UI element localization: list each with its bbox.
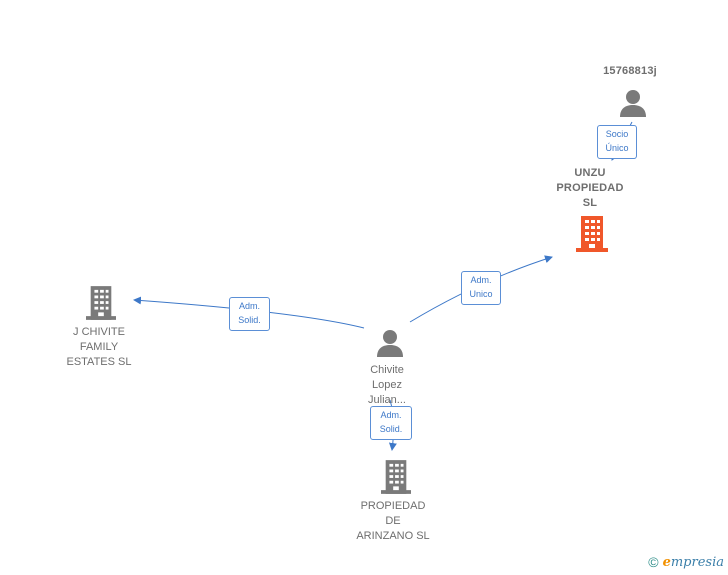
edge-badge-socio-unico[interactable]: Socio Único [597, 125, 637, 159]
edge-badge-adm-unico[interactable]: Adm. Unico [461, 271, 501, 305]
badge-line: Solid. [379, 424, 403, 434]
building-icon [381, 460, 411, 494]
node-label: PROPIEDAD DE ARINZANO SL [356, 500, 430, 542]
node-label: J CHIVITE FAMILY ESTATES SL [66, 326, 132, 368]
brand-logo-rest: mpresia [670, 554, 724, 570]
badge-line: Solid. [238, 315, 261, 325]
badge-line: Adm. [238, 301, 260, 311]
person-icon [377, 330, 403, 357]
brand-watermark[interactable]: © empresia [648, 554, 724, 570]
badge-line: Adm. [380, 410, 402, 420]
node-label: Chivite Lopez Julian... [368, 364, 406, 406]
badge-line: Adm. [470, 275, 492, 285]
copyright-icon: © [648, 554, 659, 570]
node-label: 15768813j [603, 65, 657, 77]
badge-line: Único [605, 143, 629, 153]
badge-line: Unico [469, 289, 493, 299]
brand-logo-text: empresia [663, 555, 724, 570]
building-icon [86, 286, 116, 320]
node-label: UNZU PROPIEDAD SL [556, 167, 624, 209]
brand-logo-e: e [662, 554, 671, 570]
edge-badge-adm-solid-bottom[interactable]: Adm. Solid. [370, 406, 412, 440]
edge-badge-adm-solid-left[interactable]: Adm. Solid. [229, 297, 270, 331]
edge-adm-solid-left [133, 296, 365, 329]
building-icon [576, 216, 608, 252]
badge-line: Socio [605, 129, 629, 139]
person-icon [620, 90, 646, 117]
